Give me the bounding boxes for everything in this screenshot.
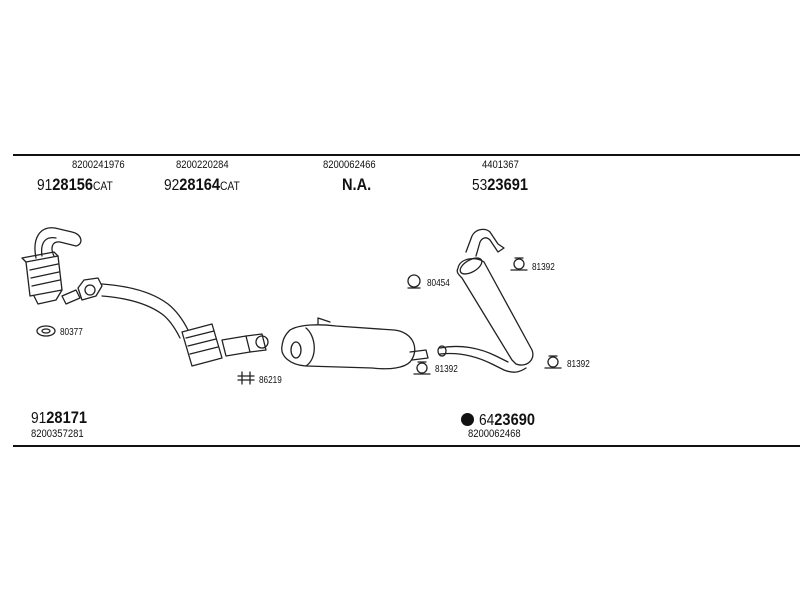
front-pipe-catalyst (77, 277, 269, 367)
gasket-icon-front (36, 325, 56, 337)
label-ring-rear: 80454 (427, 278, 450, 289)
ring-icon-rear (407, 274, 421, 289)
label-hanger-right: 81392 (567, 359, 590, 370)
part-number-1: 9128156CAT (37, 176, 113, 194)
part-prefix-6: 64 (479, 412, 495, 429)
part-main-4: 23691 (487, 175, 528, 194)
part-number-6: 6423690 (479, 411, 535, 429)
oem-number-1: 8200241976 (72, 159, 125, 171)
part-prefix-4: 53 (472, 177, 488, 194)
manifold-catalyst (21, 227, 82, 305)
part-main-2: 28164 (179, 175, 220, 194)
part-prefix-5: 91 (31, 410, 47, 427)
label-hanger-top: 81392 (532, 262, 555, 273)
part-main-6: 23690 (494, 410, 535, 429)
part-main-5: 28171 (46, 408, 87, 427)
part-number-4: 5323691 (472, 176, 528, 194)
part-prefix-2: 92 (164, 177, 180, 194)
bottom-rule (13, 445, 800, 447)
rear-silencer (437, 228, 534, 373)
oem-number-6: 8200062468 (468, 428, 521, 440)
oem-number-2: 8200220284 (176, 159, 229, 171)
part-number-3: N.A. (342, 176, 371, 194)
part-suffix-2: CAT (219, 179, 240, 193)
part-prefix-1: 91 (37, 177, 53, 194)
label-gasket-front: 80377 (60, 327, 83, 338)
hanger-icon-right (544, 355, 562, 369)
label-hanger-mid: 81392 (435, 364, 458, 375)
hanger-icon-top (510, 257, 528, 271)
oem-number-4: 4401367 (482, 159, 519, 171)
label-clamp-mid: 86219 (259, 375, 282, 386)
set-marker-dot (461, 413, 474, 426)
clamp-icon (237, 371, 255, 385)
part-suffix-1: CAT (92, 179, 113, 193)
part-number-5: 9128171 (31, 409, 87, 427)
part-main-3: N.A. (342, 175, 372, 194)
oem-number-3: 8200062466 (323, 159, 376, 171)
centre-silencer (281, 317, 429, 370)
oem-number-5: 8200357281 (31, 428, 84, 440)
top-rule (13, 154, 800, 156)
part-main-1: 28156 (52, 175, 93, 194)
part-number-2: 9228164CAT (164, 176, 240, 194)
hanger-icon-mid (413, 361, 431, 375)
